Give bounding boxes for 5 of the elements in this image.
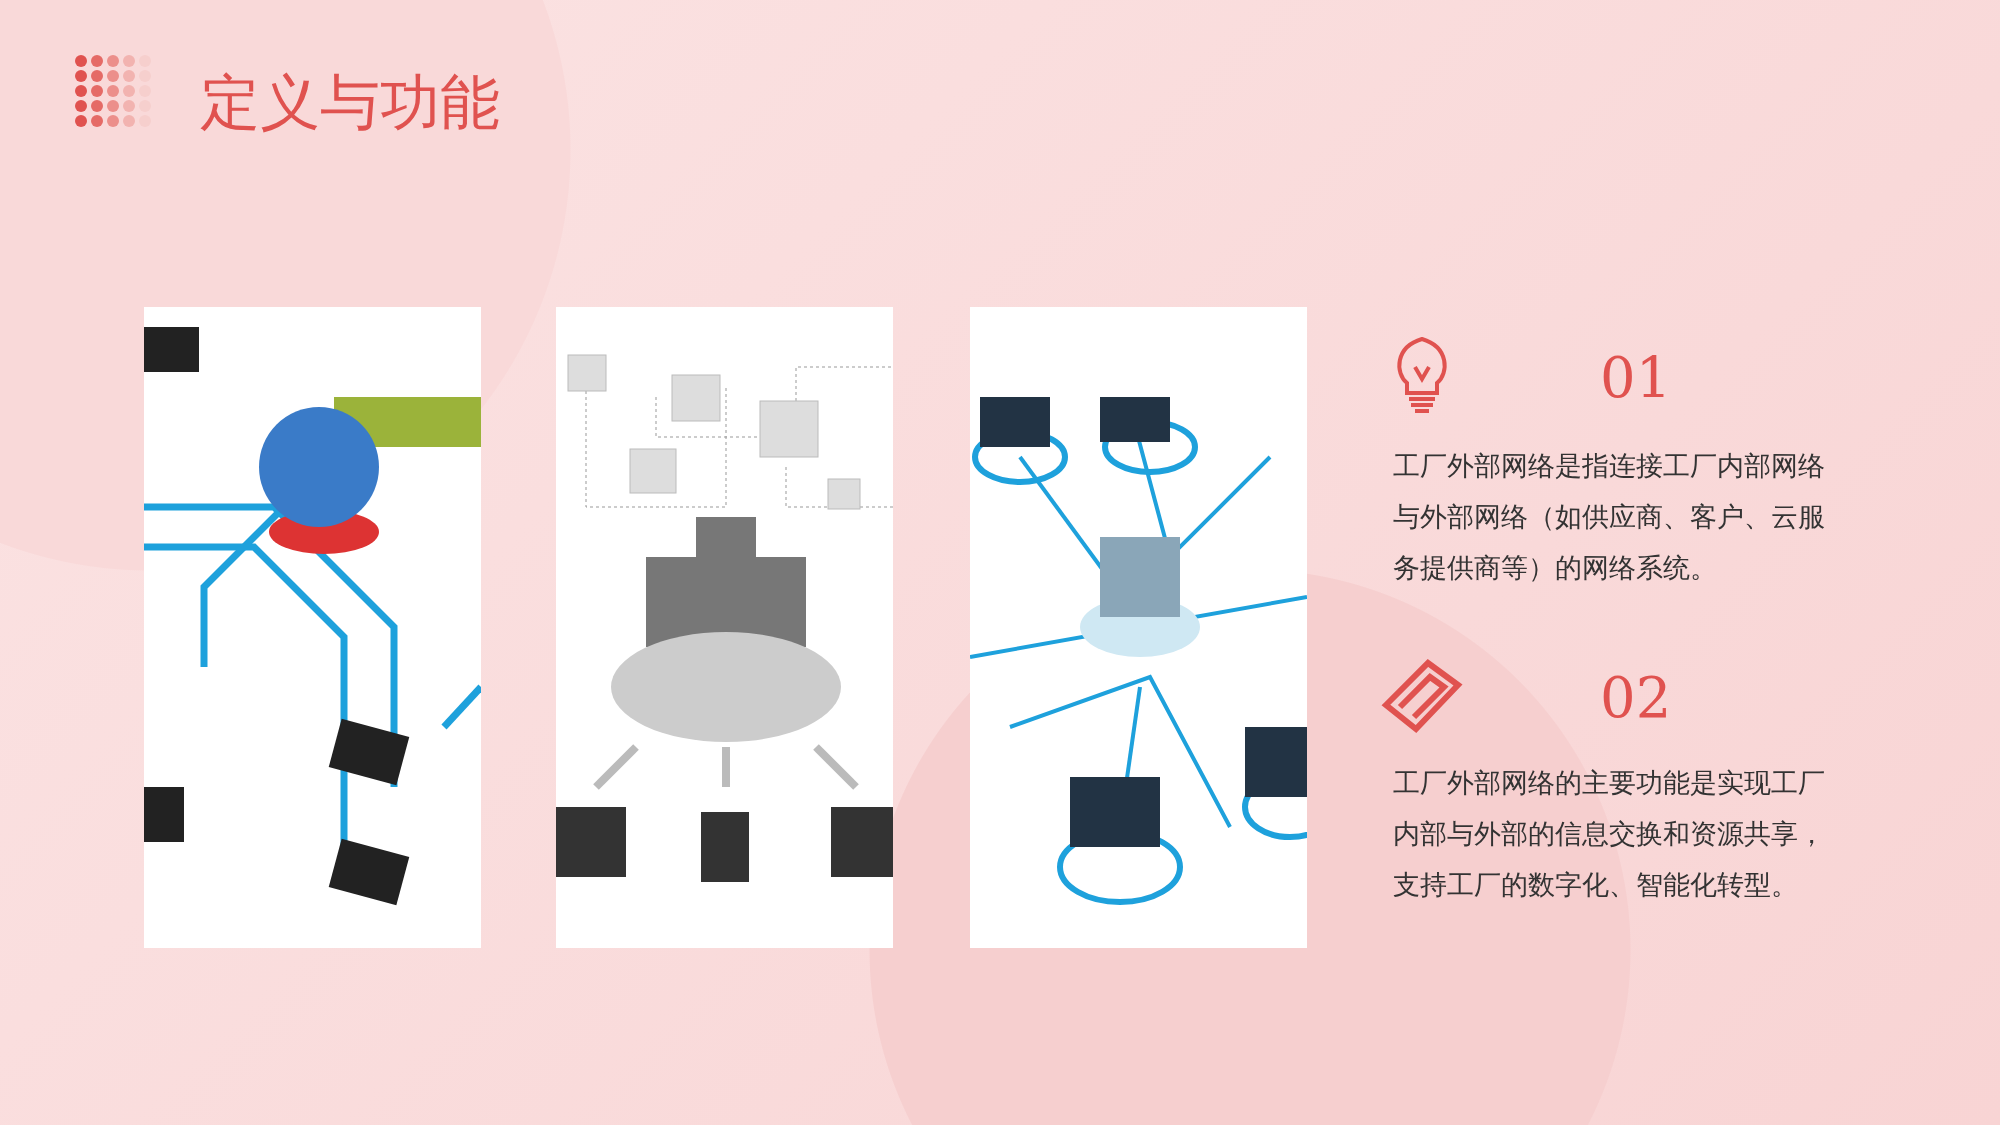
slide-title: 定义与功能 xyxy=(200,66,500,139)
definition-paragraph: 工厂外部网络是指连接工厂内部网络与外部网络（如供应商、客户、云服务提供商等）的网络系统。 xyxy=(1393,449,1826,585)
function-paragraph: 工厂外部网络的主要功能是实现工厂内部与外部的信息交换和资源共享，支持工厂的数字化、智能化转型。 xyxy=(1393,766,1826,902)
section-number: 02 xyxy=(1600,664,1672,732)
section-number: 01 xyxy=(1600,344,1672,412)
